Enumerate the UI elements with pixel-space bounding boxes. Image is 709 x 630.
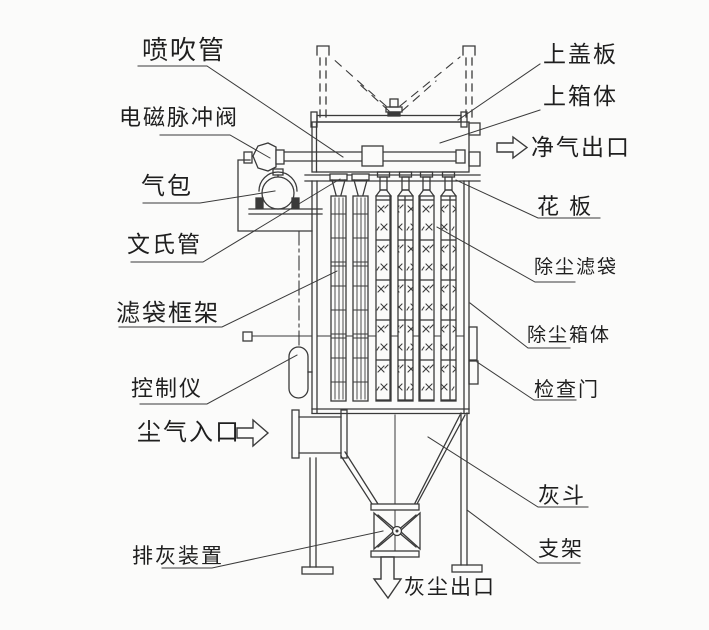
label-upper-box: 上箱体 (543, 83, 618, 109)
blowing-pipe (283, 145, 466, 167)
support-legs (301, 412, 483, 575)
dusty-air-inlet-arrow (236, 418, 270, 448)
label-venturi: 文氏管 (127, 231, 202, 257)
bag-cage-frames (329, 173, 370, 402)
label-ash-discharge: 排灰装置 (132, 545, 224, 568)
label-bag-cage: 滤袋框架 (116, 300, 220, 327)
label-air-bag: 气包 (141, 173, 193, 200)
leader-lines (118, 63, 601, 569)
label-blow-pipe: 喷吹管 (142, 35, 227, 65)
label-filter-bag: 除尘滤袋 (534, 257, 619, 278)
controller-unit (288, 346, 313, 399)
label-tube-sheet: 花 板 (537, 194, 594, 219)
upper-box-body (311, 121, 481, 173)
label-dusty-air-inlet: 尘气入口 (137, 419, 241, 446)
fabric-filter-bags (375, 171, 457, 402)
inlet-duct (291, 409, 348, 459)
label-clean-air-outlet: 净气出口 (531, 134, 631, 160)
label-pulse-valve: 电磁脉冲阀 (119, 105, 240, 130)
cover-open-posts (316, 45, 476, 121)
dust-outlet-arrow (372, 556, 403, 600)
label-dust-outlet: 灰尘出口 (404, 576, 496, 599)
label-inspection-door: 检查门 (534, 379, 600, 401)
label-support: 支架 (538, 538, 584, 561)
label-top-cover: 上盖板 (543, 41, 618, 67)
label-ash-hopper: 灰斗 (538, 483, 587, 508)
ash-discharge-valve (370, 503, 421, 558)
collector-box-walls (242, 180, 479, 415)
inspection-door-shape (468, 360, 479, 385)
label-controller: 控制仪 (131, 376, 204, 401)
label-collector-box: 除尘箱体 (527, 325, 612, 346)
top-cover-plate (310, 98, 468, 128)
flow-arrows (236, 135, 529, 600)
clean-air-outlet-arrow (496, 135, 529, 160)
